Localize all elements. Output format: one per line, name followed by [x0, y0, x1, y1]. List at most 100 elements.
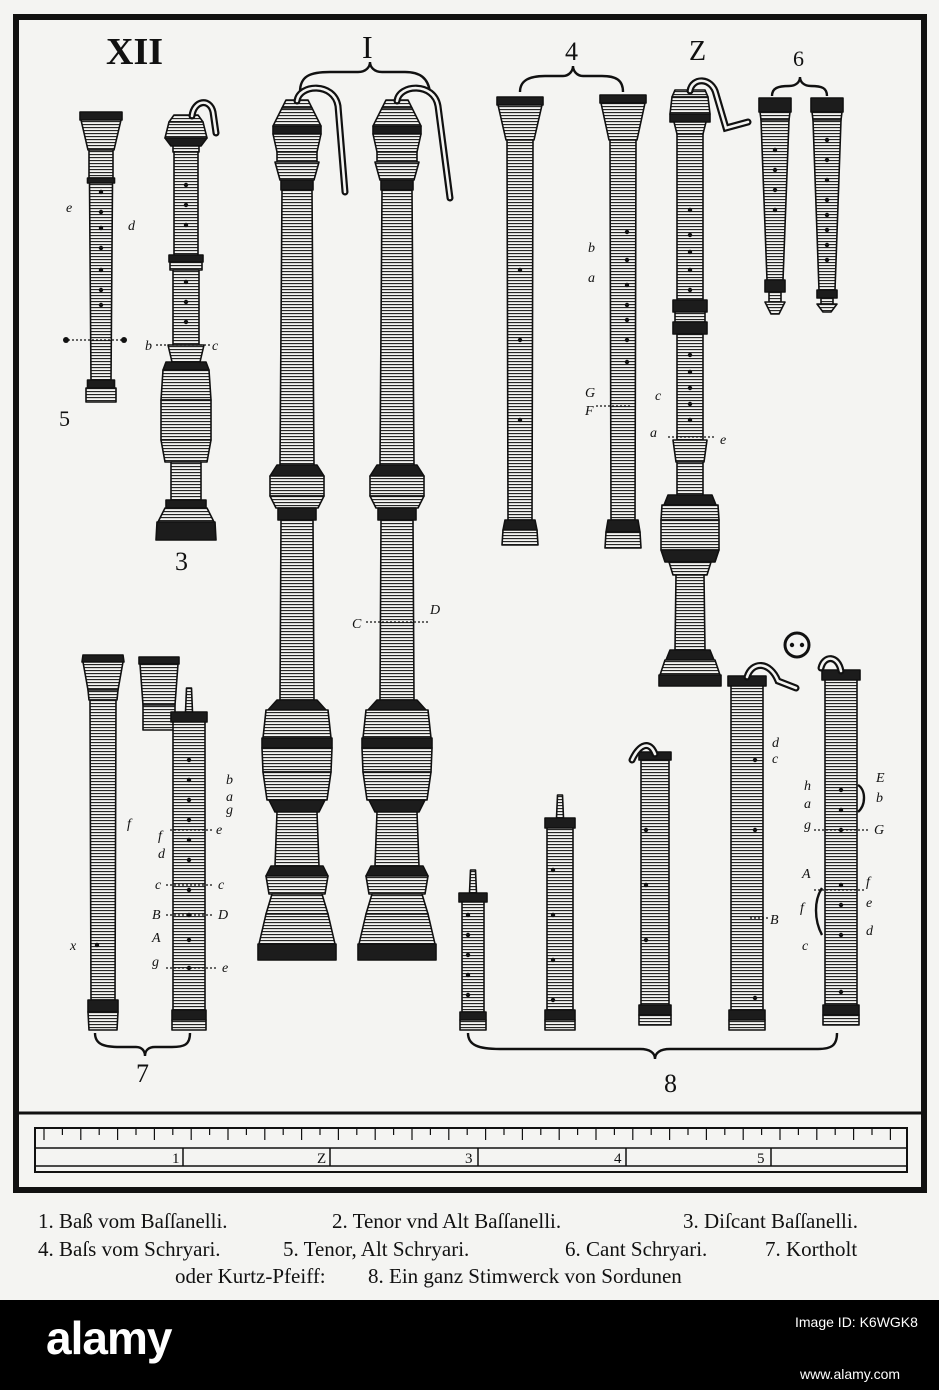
- hole-letter: g: [226, 803, 233, 818]
- crook-sordun-c-inner: [630, 744, 657, 762]
- discant-bassanelli-segment: [162, 361, 210, 371]
- hole-letter: d: [866, 924, 874, 939]
- bass-bassanelli-right-segment: [365, 893, 429, 915]
- group-label-6: 6: [793, 46, 804, 71]
- finger-hole: [838, 989, 844, 995]
- discant-bassanelli-segment: [160, 369, 212, 401]
- kortholt-cap-segment: [139, 663, 179, 706]
- crook-layer: [188, 77, 845, 764]
- ruler-mark-1: 1: [172, 1151, 180, 1167]
- finger-hole: [186, 837, 192, 843]
- discant-bassanelli-segment: [167, 344, 205, 363]
- discant-bassanelli-segment: [165, 499, 207, 509]
- cant-schryari-right-segment: [816, 303, 838, 313]
- cant-schryari-left-segment: [764, 301, 786, 315]
- tenor-alt-schryari-instrument: [79, 111, 123, 403]
- finger-hole: [824, 212, 830, 218]
- bass-bassanelli-left-segment: [279, 519, 315, 701]
- finger-hole: [824, 197, 830, 203]
- sordun-c-segment: [638, 1004, 672, 1016]
- finger-hole: [624, 317, 630, 323]
- bass-bassanelli-right-segment: [362, 709, 432, 739]
- bass-bassanelli-left-segment: [268, 799, 326, 813]
- bass-bassanelli-right-segment: [361, 747, 433, 773]
- brace-group-7: [93, 1032, 192, 1057]
- finger-hole: [687, 401, 693, 407]
- finger-hole: [752, 995, 758, 1001]
- bass-bassanelli-right-segment: [365, 865, 429, 877]
- hole-letter: x: [69, 939, 77, 954]
- ruler-mark-4: 4: [614, 1151, 622, 1167]
- caption-item-1: 1. Baß vom Baſſanelli.: [38, 1209, 228, 1233]
- caption-line-3: oder Kurtz-Pfeiff: 8. Ein ganz Stimwerck…: [0, 1263, 939, 1291]
- bass-bassanelli-right-segment: [361, 737, 433, 749]
- sordun-c-instrument: [638, 751, 672, 1026]
- bass-bassanelli-left-segment: [269, 464, 325, 477]
- kortholt-right-instrument: [170, 687, 208, 1031]
- finger-hole: [643, 882, 649, 888]
- caption-line-1: 1. Baß vom Baſſanelli. 2. Tenor vnd Alt …: [0, 1208, 939, 1236]
- site-url: www.alamy.com: [800, 1366, 901, 1382]
- hole-letter: c: [655, 389, 662, 404]
- crook-bass-bassanelli-right-inner: [395, 86, 452, 200]
- bass-bassanelli-left-instrument: [257, 99, 337, 961]
- cant-schryari-right-instrument: [810, 97, 844, 313]
- tenor-alt-schryari-segment: [86, 379, 116, 389]
- bass-schryari-left-segment: [497, 104, 543, 141]
- bass-schryari-right-segment: [609, 139, 637, 521]
- hole-letter: g: [152, 955, 159, 970]
- caption-item-8: 8. Ein ganz Stimwerck von Sordunen: [368, 1264, 682, 1288]
- bass-schryari-right-segment: [604, 531, 642, 549]
- leader-lines: [63, 337, 870, 969]
- finger-hole: [824, 227, 830, 233]
- finger-hole: [550, 957, 556, 963]
- bass-bassanelli-right-segment: [368, 799, 426, 813]
- ruler-ticks: [43, 1128, 891, 1140]
- hole-letter: d: [158, 847, 166, 862]
- caption-item-4: 4. Baſs vom Schryari.: [38, 1237, 221, 1261]
- bass-bassanelli-left-segment: [277, 507, 317, 521]
- discant-bassanelli-segment: [168, 254, 204, 263]
- hole-letter: c: [212, 339, 219, 354]
- kortholt-right-segment: [184, 687, 194, 713]
- bass-bassanelli-right-segment: [372, 133, 422, 153]
- cant-schryari-left-segment: [760, 119, 790, 281]
- finger-hole: [550, 867, 556, 873]
- group-label-5: 5: [59, 406, 70, 431]
- finger-hole: [183, 222, 189, 228]
- sordun-b-instrument: [544, 794, 576, 1031]
- bass-bassanelli-left-segment: [272, 125, 322, 135]
- bass-schryari-left-segment: [506, 139, 534, 521]
- brace-group-6: [770, 76, 829, 97]
- tenor-alt-bassanelli-segment: [660, 519, 720, 551]
- bass-bassanelli-right-segment: [358, 913, 436, 945]
- finger-hole: [687, 267, 693, 273]
- finger-hole: [98, 245, 104, 251]
- group-label-7: 7: [136, 1059, 149, 1088]
- kortholt-left-segment: [82, 661, 124, 691]
- discant-bassanelli-segment: [169, 261, 203, 271]
- tenor-alt-bassanelli-segment: [660, 504, 720, 521]
- tenor-alt-bassanelli-segment: [669, 96, 711, 115]
- finger-hole: [186, 777, 192, 783]
- tenor-alt-schryari-segment: [86, 177, 116, 184]
- bass-bassanelli-right-segment: [357, 943, 437, 961]
- scale-ruler: 1 Z 3 4 5: [34, 1127, 908, 1173]
- sordun-e-instrument: [821, 669, 861, 1026]
- ruler-mark-5: 5: [757, 1151, 765, 1167]
- finger-hole: [687, 207, 693, 213]
- finger-hole: [838, 787, 844, 793]
- caption-item-2: 2. Tenor vnd Alt Baſſanelli.: [332, 1209, 562, 1233]
- bass-schryari-left-segment: [501, 529, 539, 546]
- hole-letter: e: [66, 201, 72, 216]
- hole-letter: e: [720, 433, 726, 448]
- tenor-alt-bassanelli-segment: [673, 121, 707, 135]
- finger-hole: [687, 232, 693, 238]
- bass-schryari-right-segment: [600, 102, 646, 141]
- hole-letter: F: [584, 404, 594, 419]
- finger-hole: [465, 952, 471, 958]
- finger-hole: [687, 249, 693, 255]
- tenor-alt-bassanelli-segment: [676, 461, 704, 496]
- finger-hole: [517, 337, 523, 343]
- bass-bassanelli-right-segment: [362, 771, 432, 801]
